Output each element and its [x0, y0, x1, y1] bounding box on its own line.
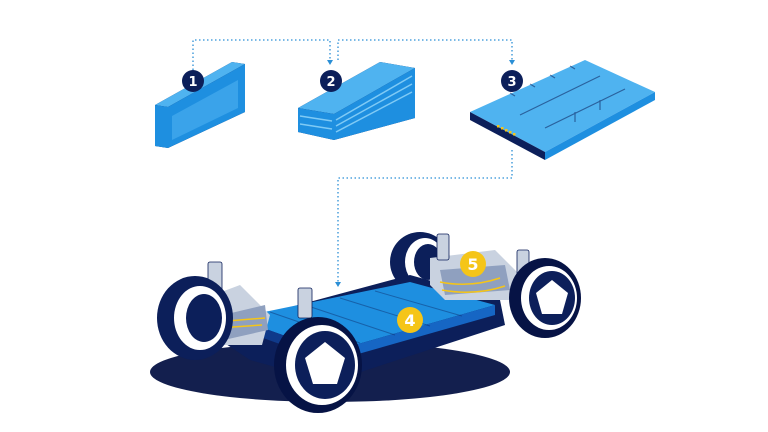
- svg-text:3: 3: [507, 75, 516, 90]
- badge-5: 5: [460, 251, 486, 277]
- badge-3: 3: [501, 70, 523, 92]
- connector-cell-to-module: [192, 39, 331, 70]
- svg-text:2: 2: [326, 75, 335, 90]
- battery-module-illustration: [298, 62, 415, 140]
- rear-right-wheel: [509, 258, 581, 338]
- badge-4: 4: [397, 307, 423, 333]
- connector-arrows: [327, 60, 515, 287]
- front-left-wheel: [157, 276, 233, 360]
- connector-lines: [192, 39, 513, 284]
- badge-1: 1: [182, 70, 204, 92]
- svg-text:4: 4: [404, 311, 415, 330]
- battery-cell-illustration: [155, 62, 245, 148]
- badge-2: 2: [320, 70, 342, 92]
- connector-module-to-pack: [337, 39, 513, 60]
- battery-pack-illustration: [470, 60, 655, 160]
- svg-text:1: 1: [188, 75, 197, 90]
- svg-text:5: 5: [467, 255, 478, 274]
- front-right-wheel: [274, 317, 362, 413]
